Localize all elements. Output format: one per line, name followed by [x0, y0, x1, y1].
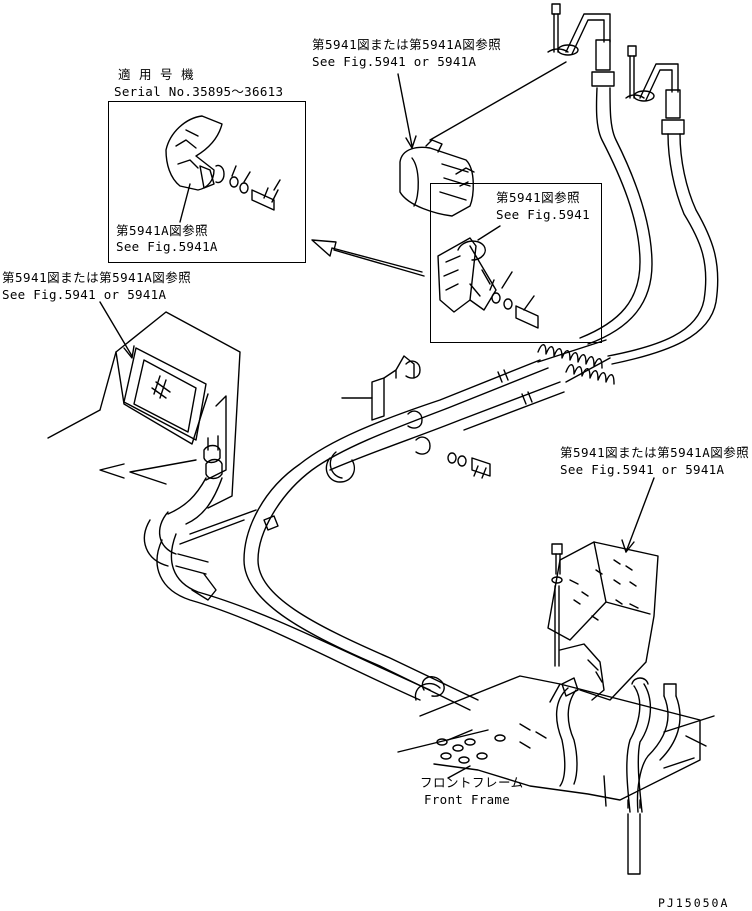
right-inset-parts [437, 225, 539, 329]
leader-lines [99, 61, 715, 779]
left-inset-reference-en: See Fig.5941A [116, 239, 218, 254]
hose-springs [537, 339, 615, 385]
left-inset-parts [165, 115, 281, 223]
left-reference-jp: 第5941図または第5941A図参照 [2, 270, 192, 285]
left-reference-en: See Fig.5941 or 5941A [2, 287, 167, 302]
right-inset-reference-en: See Fig.5941 [496, 207, 590, 222]
fig5941-inset-box [430, 183, 602, 343]
drawing-id: PJ15050A [658, 896, 730, 910]
center-bracket [341, 355, 491, 479]
top-reference-jp: 第5941図または第5941A図参照 [312, 37, 502, 52]
serial-inset-box [108, 101, 306, 263]
lower-right-assembly [547, 541, 681, 875]
main-hose-run [156, 359, 565, 711]
right-inset-reference-jp: 第5941図参照 [496, 190, 581, 205]
pilot-valve-upper [399, 139, 475, 217]
right-reference-jp: 第5941図または第5941A図参照 [560, 445, 750, 460]
right-reference-en: See Fig.5941 or 5941A [560, 462, 725, 477]
serial-number-range: Serial No.35895～36613 [114, 84, 284, 99]
top-reference-en: See Fig.5941 or 5941A [312, 54, 477, 69]
left-inset-reference-jp: 第5941A図参照 [116, 223, 209, 238]
front-frame-label-en: Front Frame [424, 792, 511, 807]
upper-hoses [579, 87, 719, 365]
front-frame-label-jp: フロントフレーム [420, 775, 524, 790]
left-valve-assembly [47, 311, 241, 601]
upper-fittings [547, 3, 685, 135]
front-frame [397, 675, 707, 807]
serial-heading-jp: 適 用 号 機 [118, 67, 195, 82]
